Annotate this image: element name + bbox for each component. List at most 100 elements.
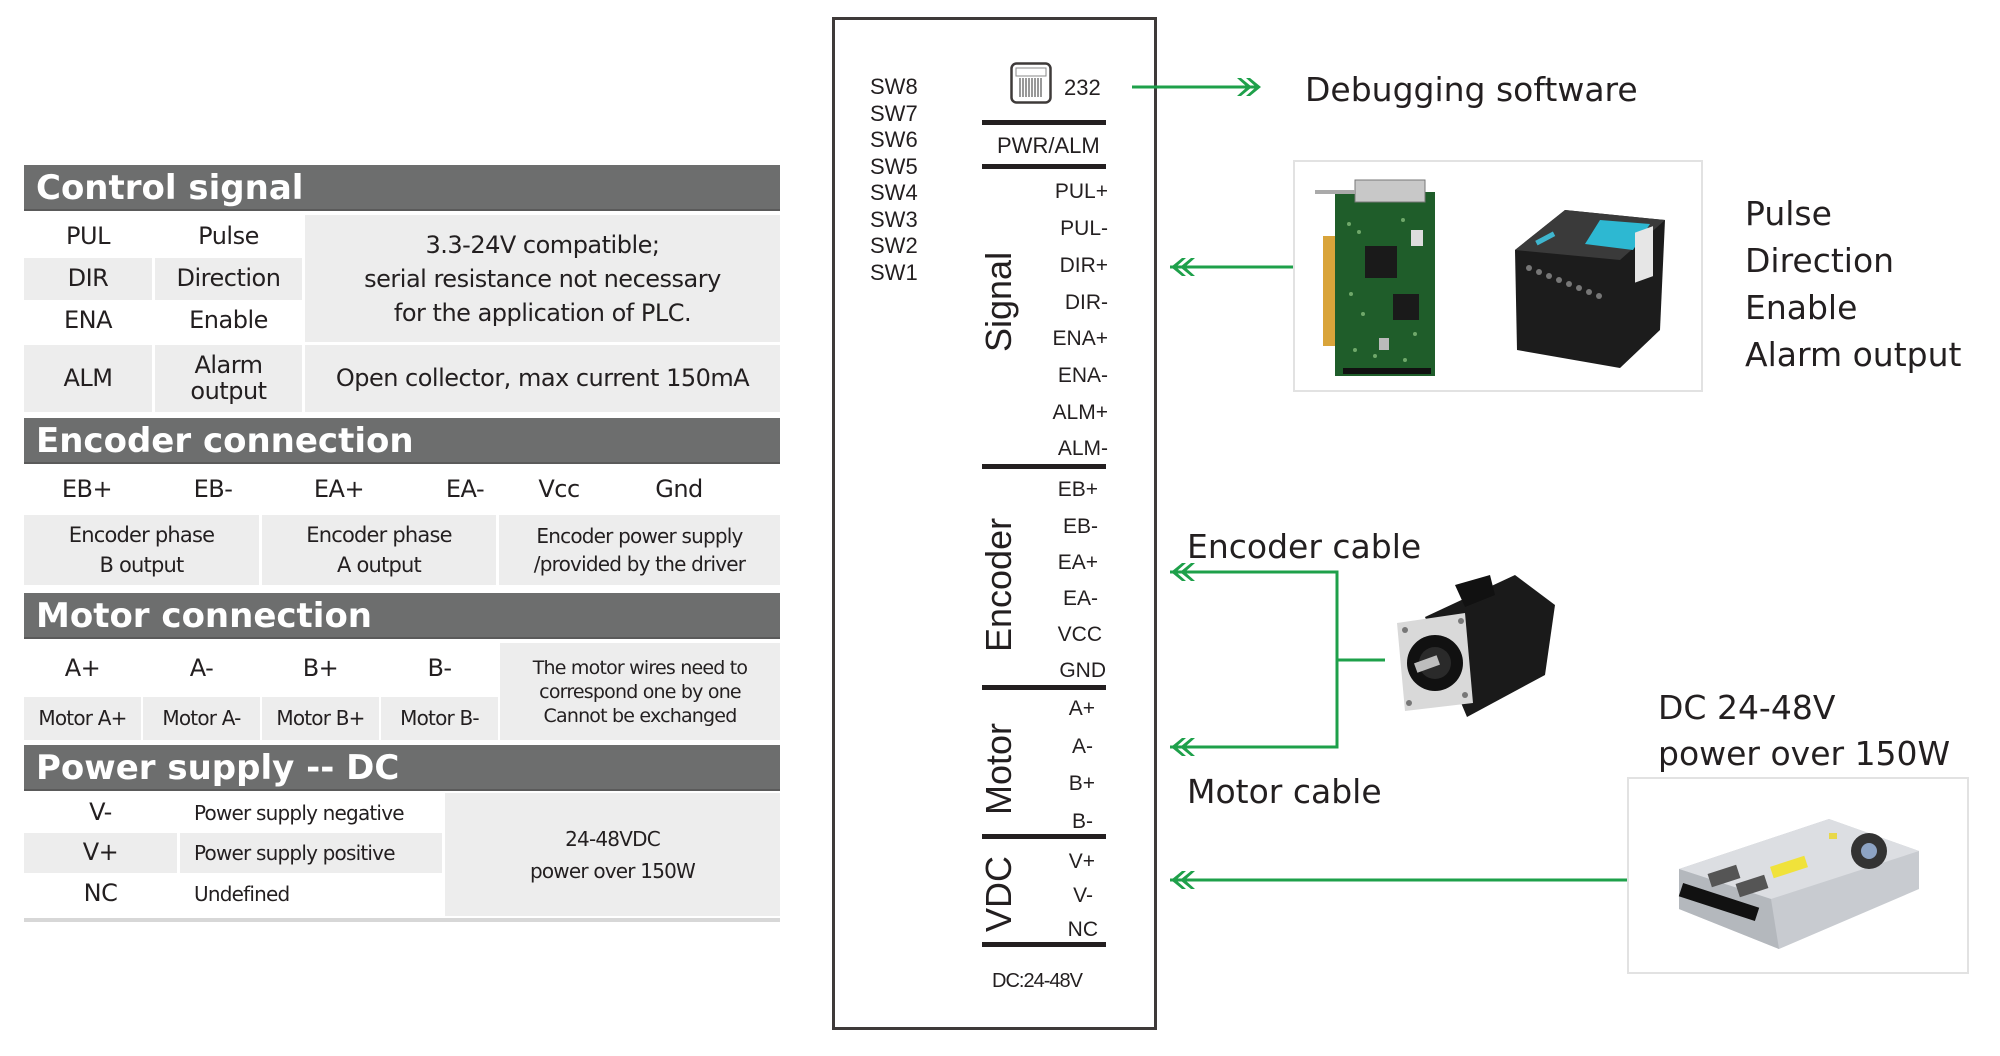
servo-motor-image [1395,575,1565,725]
dip-switch-label: SW5 [870,153,918,179]
enc-pin-eb-plus: EB+ [24,468,150,512]
motor-note: The motor wires need to correspond one b… [500,643,780,740]
terminal-pin: B- [1072,810,1093,833]
plc-image [1505,200,1670,370]
motor-pin-a-plus: A+ [24,643,141,695]
controller-signal-list: Pulse Direction Enable Alarm output [1745,190,1961,378]
terminal-pin: ENA- [1057,364,1108,387]
double-chevron-left-icon [1171,871,1195,889]
enc-pin-vcc: Vcc [496,468,622,512]
terminal-pin: ALM+ [1052,401,1108,424]
controller-signal: Pulse [1745,194,1832,233]
motor-cable-label: Motor cable [1187,772,1382,811]
pin-alm: ALM [24,345,152,412]
desc-line: A output [337,553,422,577]
dip-switch-list: SW8 SW7 SW6 SW5 SW4 SW3 SW2 SW1 [870,74,918,286]
enc-pin-ea-plus: EA+ [276,468,402,512]
power-pin-v-plus: V+ [24,833,177,873]
double-chevron-left-icon [1171,563,1195,581]
power-supply-image [1678,799,1919,959]
dip-switch-label: SW1 [870,259,918,285]
motor-pin-b-plus: B+ [262,643,379,695]
alm-note: Open collector, max current 150mA [305,345,780,412]
dip-switch-label: SW3 [870,206,918,232]
pin-alm-desc: Alarm output [155,345,302,412]
motor-name-b-plus: Motor B+ [262,697,379,740]
motor-name-a-plus: Motor A+ [24,697,141,740]
terminal-pin: B+ [1068,772,1095,795]
enc-desc-power: Encoder power supply /provided by the dr… [499,515,780,585]
divider [982,834,1106,839]
terminal-pin: ALM- [1057,437,1108,460]
psu-image-box [1627,777,1969,974]
terminal-pin: VCC [1057,623,1102,646]
motor-pin-b-minus: B- [381,643,498,695]
motion-card-image [1315,174,1445,378]
controller-signal: Direction [1745,241,1895,280]
dip-switch-label: SW8 [870,74,918,99]
psu-spec-line: power over 150W [1658,734,1951,773]
control-signal-note: 3.3-24V compatible; serial resistance no… [305,215,780,342]
power-note: 24-48VDC power over 150W [445,793,780,916]
note-line: serial resistance not necessary [364,264,721,293]
enc-pin-gnd: Gnd [616,468,742,512]
divider [982,685,1106,690]
rs232-port-label: 232 [1064,75,1101,100]
terminal-pin: A+ [1068,697,1095,720]
encoder-motor-line [1170,570,1339,749]
desc-line: /provided by the driver [533,552,746,576]
pin-pul: PUL [24,215,152,258]
note-line: correspond one by one [539,680,741,703]
pin-ena-desc: Enable [155,300,302,342]
terminal-pin: PUL+ [1054,180,1108,203]
divider [982,942,1106,947]
terminal-pin: EB+ [1057,478,1098,501]
pwr-alm-label: PWR/ALM [997,133,1100,158]
pin-dir: DIR [24,258,152,300]
enc-desc-a: Encoder phase A output [262,515,496,585]
double-chevron-right-icon [1237,78,1261,96]
terminal-pin: V- [1073,884,1093,907]
desc-line: Encoder phase [306,523,452,547]
controller-signal: Enable [1745,288,1858,327]
dip-switch-label: SW4 [870,180,918,205]
power-desc-v-plus: Power supply positive [180,833,442,873]
motor-connection-header: Motor connection [24,593,780,639]
desc-line: Encoder power supply [536,524,743,548]
note-line: for the application of PLC. [393,298,692,327]
control-signal-header: Control signal [24,165,780,211]
terminal-pin: EA+ [1057,551,1098,574]
note-line: power over 150W [529,858,696,883]
note-line: 3.3-24V compatible; [425,230,660,259]
terminal-pin: DIR- [1064,291,1108,314]
pin-pul-desc: Pulse [155,215,302,258]
motor-name-b-minus: Motor B- [381,697,498,740]
divider [982,120,1106,125]
rs232-port-icon [1010,62,1052,104]
terminal-pin: GND [1059,659,1106,682]
controller-signal: Alarm output [1745,335,1962,374]
double-chevron-left-icon [1171,258,1195,276]
power-pin-v-minus: V- [24,793,177,833]
dip-switch-label: SW6 [870,127,918,152]
desc-line: B output [99,553,185,577]
enc-desc-b: Encoder phase B output [24,515,259,585]
pin-dir-desc: Direction [155,258,302,300]
encoder-connection-header: Encoder connection [24,418,780,464]
desc-line: Encoder phase [68,523,215,547]
power-desc-nc: Undefined [180,873,442,915]
dip-switch-label: SW2 [870,233,918,258]
double-chevron-left-icon [1171,738,1195,756]
terminal-pin: EA- [1062,587,1098,610]
arrowheads [1171,78,1261,889]
psu-spec-line: DC 24-48V [1658,688,1836,727]
pin-ena: ENA [24,300,152,342]
terminal-pin: DIR+ [1059,254,1108,277]
terminal-pin: NC [1067,918,1098,941]
note-line: 24-48VDC [565,826,661,851]
terminal-pin: PUL- [1060,217,1108,240]
motor-pin-a-minus: A- [143,643,260,695]
note-line: Cannot be exchanged [543,704,738,727]
enc-pin-eb-minus: EB- [150,468,276,512]
